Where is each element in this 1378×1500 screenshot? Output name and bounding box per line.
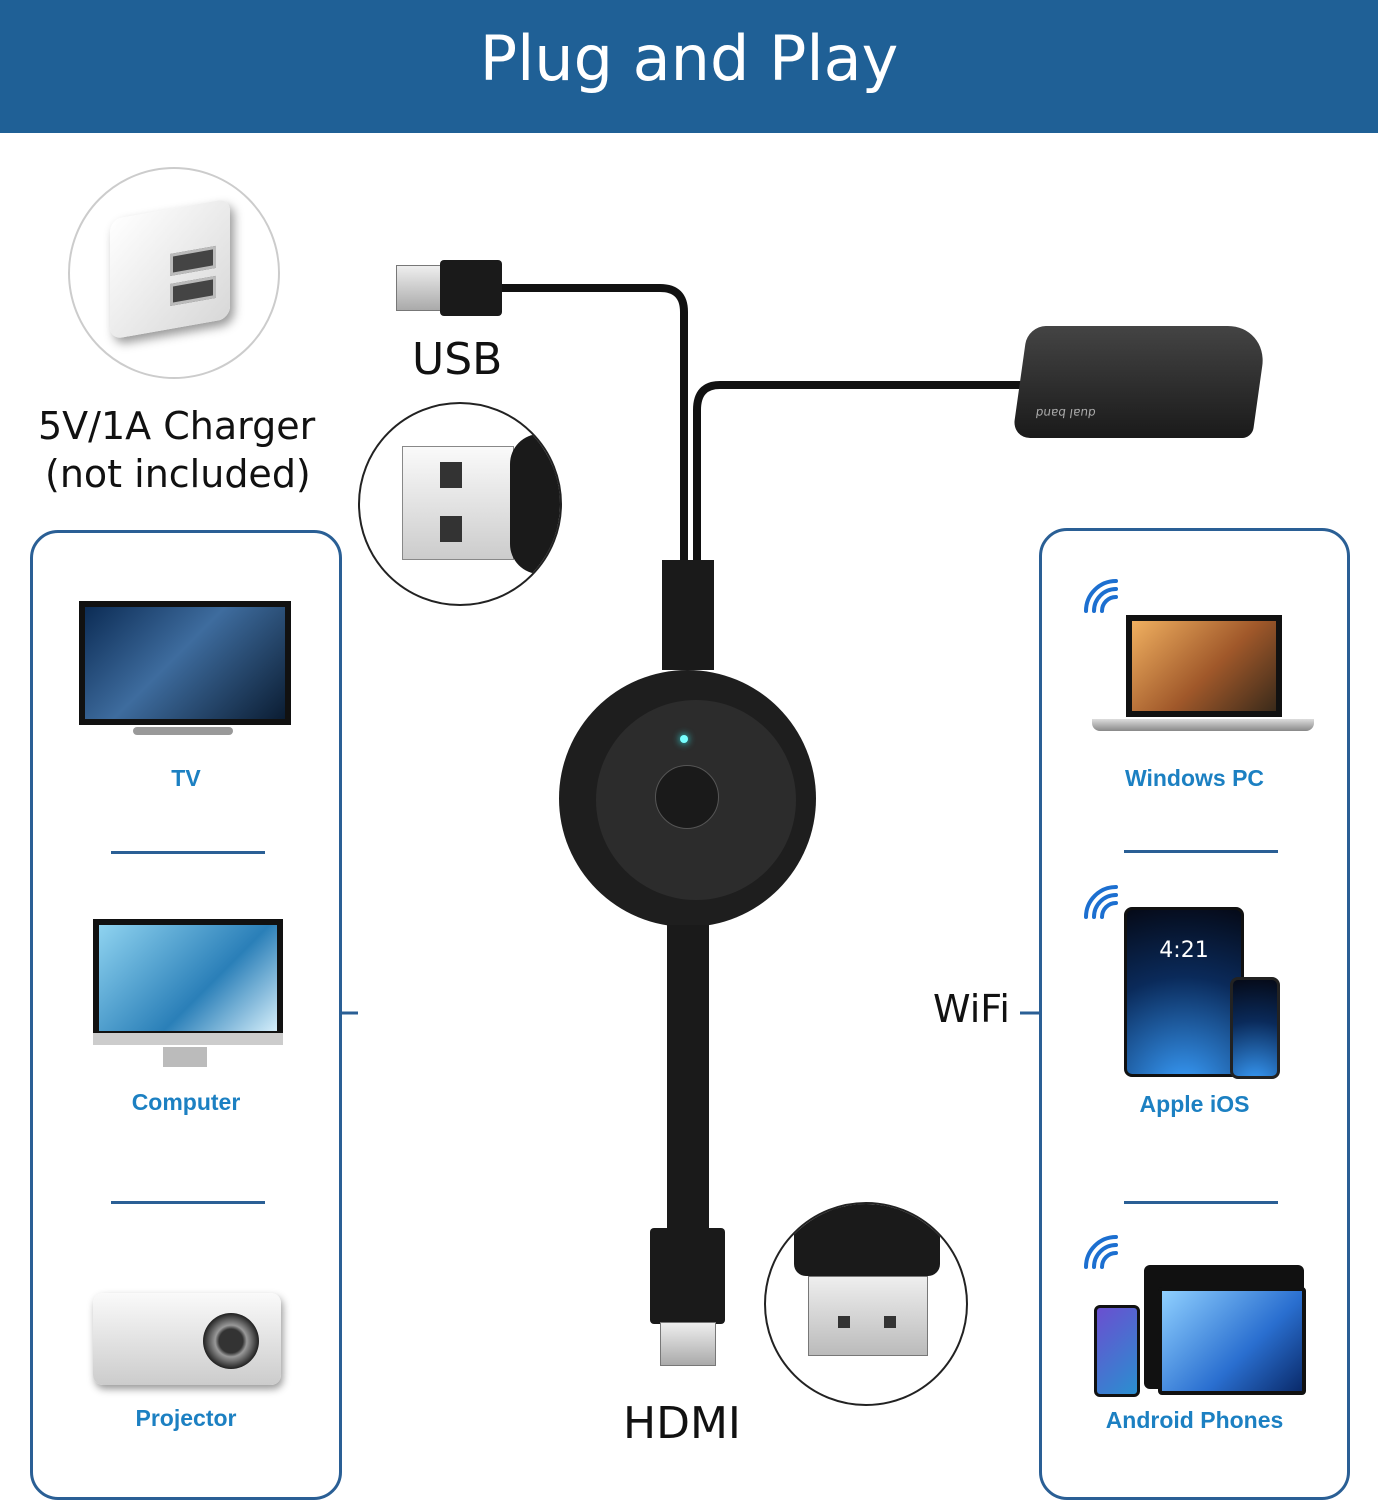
dongle-button <box>655 765 719 829</box>
laptop-icon <box>1126 615 1282 717</box>
wifi-icon <box>1084 1235 1118 1269</box>
wifi-antenna: dual band <box>1012 326 1268 438</box>
divider <box>111 1201 265 1204</box>
computer-icon <box>93 919 283 1037</box>
wifi-label: WiFi <box>933 987 1010 1031</box>
hdmi-closeup <box>764 1202 968 1406</box>
wifi-icon <box>1084 885 1118 919</box>
divider <box>1124 1201 1278 1204</box>
android-phones-label: Android Phones <box>1105 1407 1284 1433</box>
projector-icon <box>93 1293 281 1385</box>
output-devices-panel: TV Computer Projector <box>30 530 342 1500</box>
charger-image <box>68 167 280 379</box>
usb-plug-body <box>440 260 502 316</box>
charger-label-line2: (not included) <box>45 452 311 496</box>
antenna-text: dual band <box>1034 406 1097 420</box>
android-tablet-front <box>1158 1287 1306 1395</box>
tv-icon <box>79 601 291 725</box>
divider <box>111 851 265 854</box>
tv-label: TV <box>171 765 201 791</box>
apple-ios-label: Apple iOS <box>1139 1091 1250 1117</box>
usb-closeup <box>358 402 562 606</box>
dongle-neck <box>662 560 714 670</box>
projector-label: Projector <box>135 1405 237 1431</box>
divider <box>1124 850 1278 853</box>
charger-label-line1: 5V/1A Charger <box>38 404 316 448</box>
ipad-iphone-icon: 4:21 <box>1124 907 1244 1077</box>
ipad-time: 4:21 <box>1159 938 1209 963</box>
usb-label: USB <box>412 334 503 385</box>
page-title: Plug and Play <box>479 22 899 95</box>
hdmi-label: HDMI <box>623 1398 741 1449</box>
hdmi-plug-icon <box>660 1322 716 1366</box>
source-devices-panel: Windows PC 4:21 Apple iOS Android Phones <box>1039 528 1350 1500</box>
computer-label: Computer <box>131 1089 241 1115</box>
iphone-icon <box>1230 977 1280 1079</box>
wifi-icon <box>1084 579 1118 613</box>
android-phone-icon <box>1094 1305 1140 1397</box>
header-banner <box>0 0 1378 133</box>
led-indicator-icon <box>680 735 688 743</box>
hdmi-cable <box>667 925 709 1230</box>
windows-pc-label: Windows PC <box>1124 765 1265 791</box>
hdmi-plug-body <box>650 1228 725 1324</box>
usb-plug-icon <box>396 265 444 311</box>
